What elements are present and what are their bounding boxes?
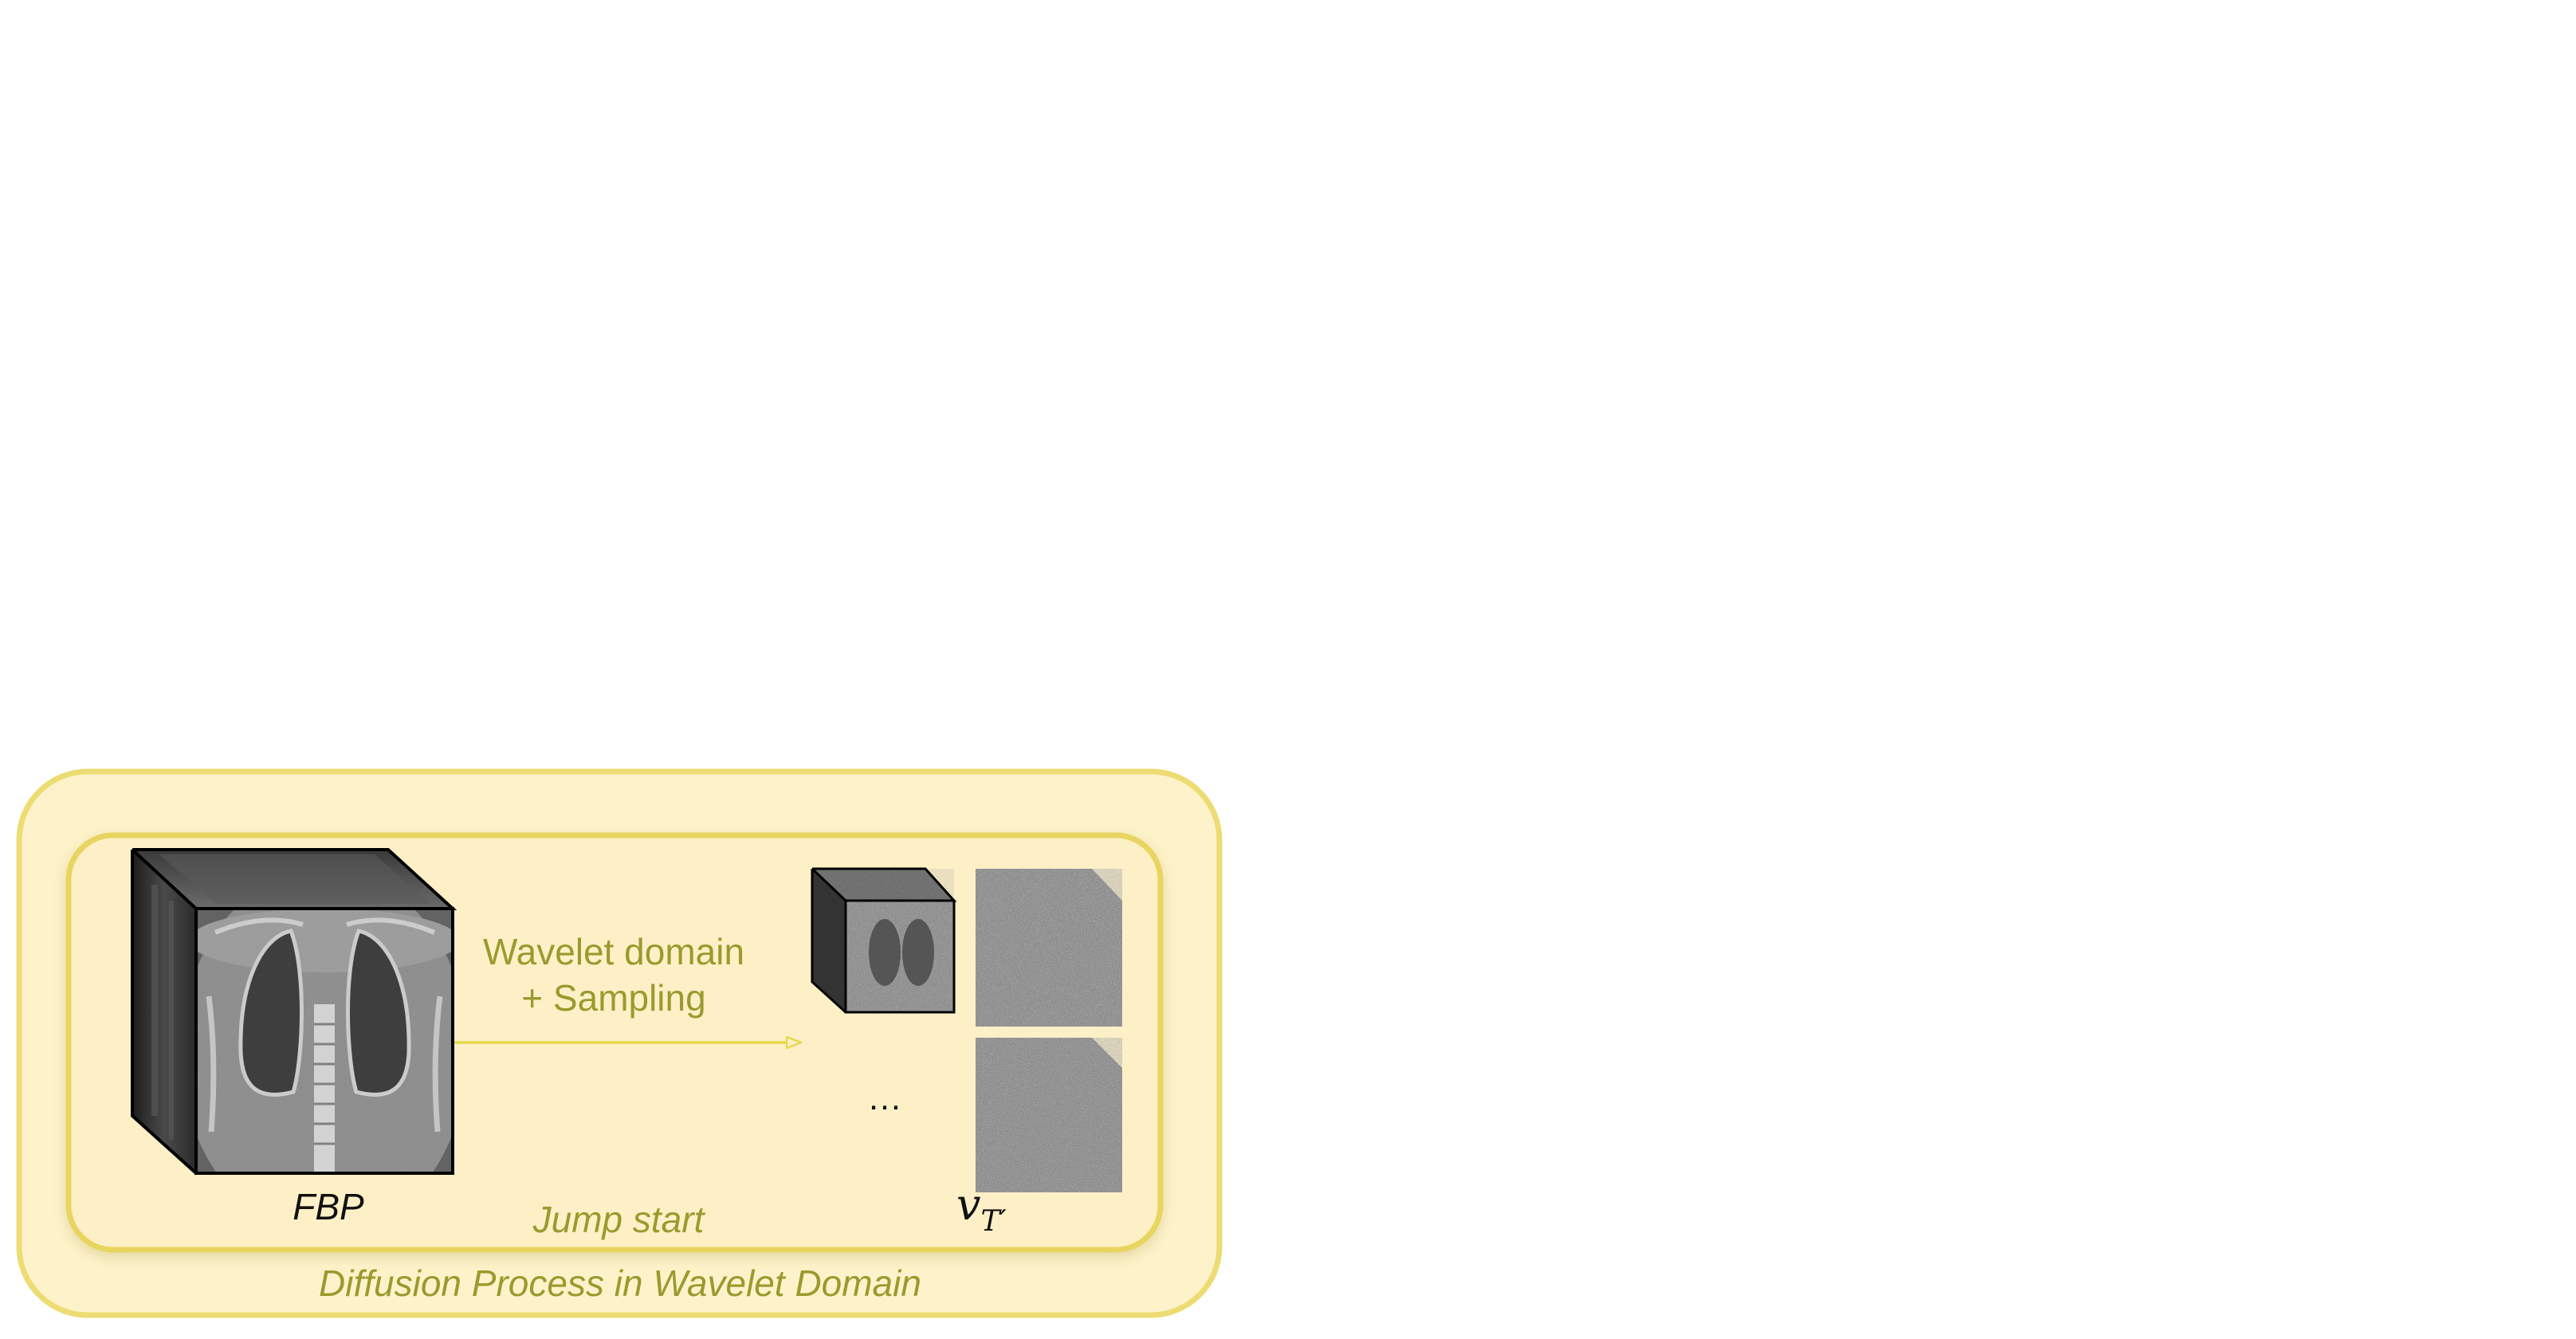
wavelet-approx-cube: [811, 867, 957, 1014]
outer-box-label: Diffusion Process in Wavelet Domain: [319, 1262, 921, 1304]
arrow-label-line1: Wavelet domain: [483, 931, 744, 972]
fbp-label: FBP: [293, 1186, 364, 1227]
output-label-main: v: [956, 1180, 981, 1230]
fbp-volume-cube: [131, 848, 457, 1175]
detail-coeff-tile-1: [976, 869, 1122, 1027]
inner-box-label: Jump start: [532, 1199, 706, 1240]
ellipsis: …: [867, 1078, 902, 1117]
output-label: vT′: [956, 1180, 1007, 1238]
output-label-sub: T′: [981, 1205, 1007, 1238]
detail-coeff-tile-2: [976, 1038, 1122, 1192]
arrow-label-line2: + Sampling: [521, 977, 705, 1019]
